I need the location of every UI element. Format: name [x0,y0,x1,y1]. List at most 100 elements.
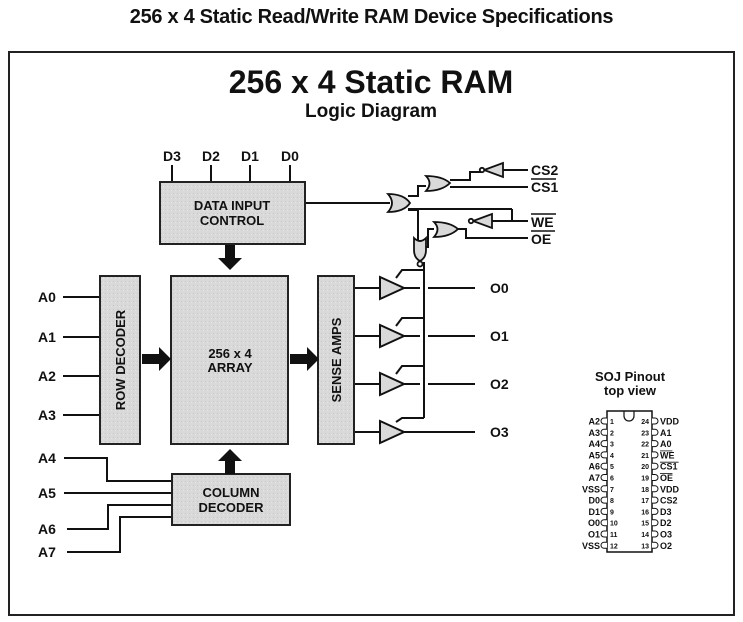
pin-lead-icon [600,462,607,470]
data-input-label: D2 [202,148,220,164]
pin-label: A7 [588,473,600,483]
chip-body [606,410,653,553]
pin-label: A5 [588,450,600,460]
pin-label: A2 [588,417,600,427]
pin-number: 5 [610,464,614,471]
data-input-control-label-2: CONTROL [200,213,264,228]
control-label: OE [531,231,551,247]
sense-amps-label: SENSE AMPS [329,317,344,402]
pin-lead-icon [652,485,659,493]
chip-notch [623,411,635,422]
diagram-subtitle: Logic Diagram [305,101,437,122]
pin-lead-icon [652,451,659,459]
pin-lead-icon [600,451,607,459]
pin-lead-icon [652,474,659,481]
pin-lead-icon [600,496,607,504]
control-label: CS1 [531,179,558,195]
data-input-control-label-1: DATA INPUT [194,198,270,213]
address-label: A5 [38,485,56,501]
pin-lead-icon [652,496,659,504]
address-label: A6 [38,521,56,537]
or-gate-icon [431,221,460,238]
data-input-label: D3 [163,148,181,164]
address-label: A3 [38,407,56,423]
pin-number: 12 [610,543,618,550]
pin-number: 2 [610,430,614,437]
row-decoder-label: ROW DECODER [113,309,128,410]
arrow-right-icon [142,347,171,371]
pin-lead-icon [600,507,607,515]
pin-lead-icon [652,541,659,549]
pin-number: 21 [641,453,649,460]
page-title: 256 x 4 Static Read/Write RAM Device Spe… [129,6,614,28]
data-input-control-block [159,181,306,245]
nor-gate-icon [413,235,427,263]
pin-label: CS1 [660,462,678,472]
output-buffer-icon [379,371,407,397]
pin-left: D1 9 [588,507,614,517]
pin-label: A1 [660,428,672,438]
output-label: O1 [490,328,509,344]
pin-lead-icon [652,428,659,436]
pin-left: A2 1 [588,417,614,427]
control-label: CS2 [531,162,558,178]
arrow-right-icon [290,347,319,371]
pin-label: O0 [588,518,600,528]
pin-number: 18 [641,487,649,494]
pin-number: 16 [641,509,649,516]
pin-lead-icon [600,541,607,549]
pin-number: 9 [610,509,614,516]
pin-number: 8 [610,498,614,505]
control-label: WE [531,214,554,230]
pin-label: D1 [588,507,600,517]
pin-label: A4 [588,439,600,449]
pin-lead-icon [600,428,607,436]
output-buffer-icon [379,419,407,445]
pin-number: 6 [610,476,614,483]
output-label: O3 [490,424,509,440]
pin-lead-icon [652,519,659,527]
pin-number: 15 [641,521,649,528]
pin-right: VDD 18 [641,484,679,494]
arrow-down-icon [218,245,242,270]
pin-label: D3 [660,507,672,517]
arrow-up-icon [218,449,242,474]
address-label: A1 [38,329,56,345]
pin-number: 24 [641,419,649,426]
pin-left: A7 6 [588,473,614,483]
pin-number: 1 [610,419,614,426]
pin-label: O3 [660,530,672,540]
pin-number: 10 [610,521,618,528]
pin-lead-icon [600,440,607,448]
pin-lead-icon [652,440,659,448]
pin-label: VSS [582,541,600,551]
pin-right: D3 16 [641,507,671,517]
pin-lead-icon [600,519,607,527]
pin-lead-icon [600,530,607,538]
pin-number: 17 [641,498,649,505]
pin-lead-icon [600,417,607,425]
pin-label: O1 [588,530,600,540]
pin-label: VDD [660,484,680,494]
output-label: O2 [490,376,509,392]
output-buffer-icon [379,275,407,301]
output-buffer-icon [379,323,407,349]
pin-left: O0 10 [588,518,618,528]
diagram-frame [8,51,735,616]
output-label: O0 [490,280,509,296]
pin-label: D0 [588,496,600,506]
pin-number: 7 [610,487,614,494]
